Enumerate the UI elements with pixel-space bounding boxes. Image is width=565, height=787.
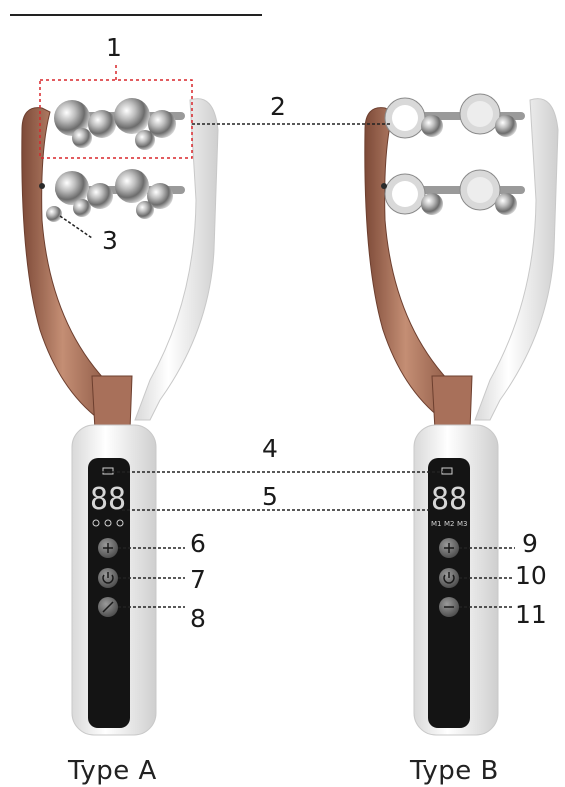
callout-3-leader: [60, 216, 92, 238]
callout-7: 7: [190, 567, 206, 592]
callout-1: 1: [106, 35, 122, 60]
yoke-b: [432, 376, 472, 430]
callout-9: 9: [522, 531, 538, 556]
callout-11: 11: [515, 602, 547, 627]
rose-arm-a: [22, 108, 112, 420]
callout-2: 2: [270, 94, 286, 119]
caption-type-a: Type A: [68, 758, 157, 784]
rose-arm-b: [365, 108, 455, 420]
callout-5: 5: [262, 484, 278, 509]
roller-heads-a: [46, 98, 185, 222]
white-arm-b: [475, 99, 558, 420]
caption-type-b: Type B: [410, 758, 499, 784]
callout-3: 3: [102, 228, 118, 253]
sensor-dot-a: [39, 183, 45, 189]
callout-10: 10: [515, 563, 547, 588]
plus-button-b[interactable]: [439, 538, 459, 558]
power-button-a[interactable]: [98, 568, 118, 588]
callout-6: 6: [190, 531, 206, 556]
lcd-digits-a: 88: [90, 482, 126, 517]
callout-4: 4: [262, 436, 278, 461]
mode-label-m3: M3: [457, 520, 468, 528]
slash-button-a[interactable]: [98, 597, 118, 617]
lcd-digits-b: 88: [431, 482, 467, 517]
roller-heads-b: [385, 94, 525, 215]
power-button-b[interactable]: [439, 568, 459, 588]
device-type-b: 88 M1 M2 M3: [365, 94, 558, 735]
sensor-dot-b: [381, 183, 387, 189]
plus-button-a[interactable]: [98, 538, 118, 558]
mode-label-m1: M1: [431, 520, 442, 528]
device-type-a: 88: [22, 98, 218, 735]
yoke-a: [92, 376, 132, 430]
minus-button-b[interactable]: [439, 597, 459, 617]
callout-8: 8: [190, 606, 206, 631]
mode-label-m2: M2: [444, 520, 455, 528]
